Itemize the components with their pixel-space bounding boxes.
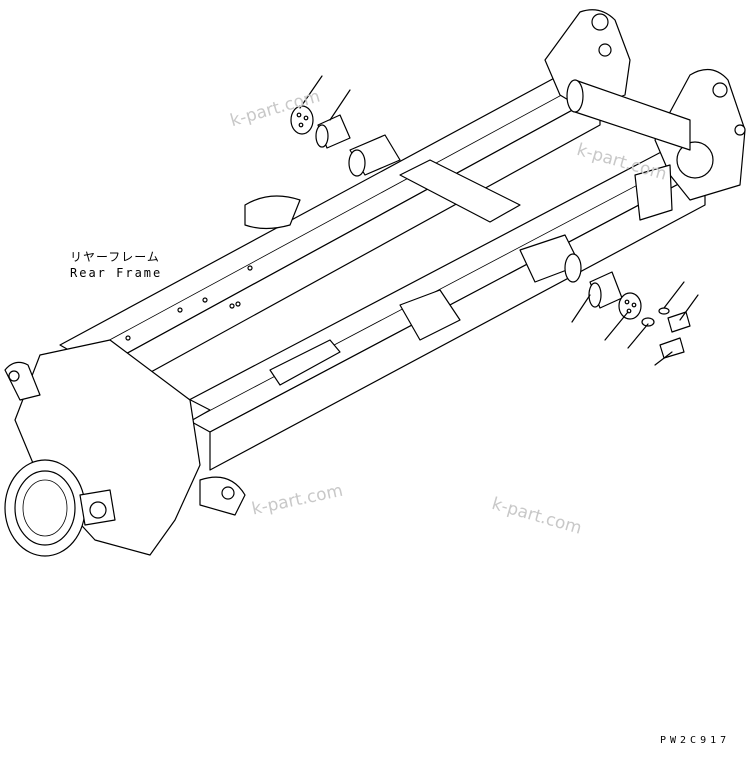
washer	[641, 317, 655, 327]
center-gusset	[399, 289, 461, 341]
rear-bracket-right	[654, 69, 746, 201]
drawing-code: PW2C917	[660, 735, 731, 746]
component-name-en: Rear Frame	[70, 266, 163, 280]
side-pad-lower	[269, 339, 341, 386]
component-name-jp: リヤーフレーム	[70, 250, 160, 264]
axle-bore-inner	[14, 470, 76, 546]
leader-lines	[299, 75, 699, 366]
rear-cross-tube	[574, 79, 691, 151]
side-pad	[244, 195, 301, 230]
plate-lower	[618, 292, 642, 320]
bolt-lower	[659, 337, 685, 359]
bolt-upper	[667, 311, 691, 333]
cross-member-middle	[399, 159, 521, 223]
